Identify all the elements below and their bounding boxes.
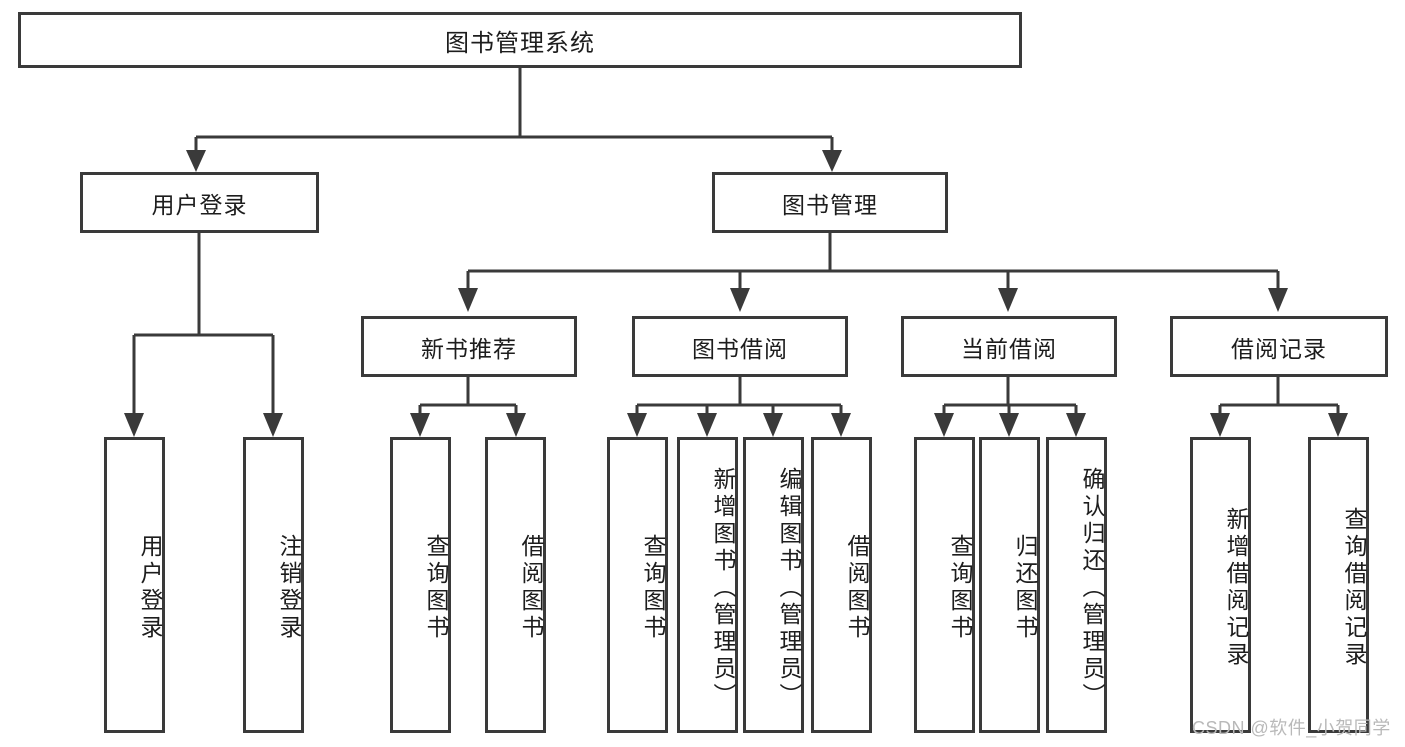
arrow-leaf-borrow-book-2 bbox=[831, 413, 851, 437]
arrow-book-borrow bbox=[730, 288, 750, 312]
node-borrow-record-label: 借阅记录 bbox=[1231, 335, 1327, 362]
node-root-system[interactable]: 图书管理系统 bbox=[18, 12, 1022, 68]
node-leaf-add-book-label: 新增图书（管理员） bbox=[710, 466, 736, 710]
node-leaf-confirm-return[interactable]: 确认归还（管理员） bbox=[1046, 437, 1107, 733]
arrow-borrow-record bbox=[1268, 288, 1288, 312]
arrow-book-manage bbox=[822, 150, 842, 172]
arrow-user-login bbox=[186, 150, 206, 172]
node-leaf-query-book-borrow-label: 查询图书 bbox=[640, 534, 666, 642]
arrow-leaf-add-record bbox=[1210, 413, 1230, 437]
node-leaf-borrow-book-recommend[interactable]: 借阅图书 bbox=[485, 437, 546, 733]
arrow-new-book-recommend bbox=[458, 288, 478, 312]
node-leaf-add-borrow-record[interactable]: 新增借阅记录 bbox=[1190, 437, 1251, 733]
node-leaf-edit-book[interactable]: 编辑图书（管理员） bbox=[743, 437, 804, 733]
arrow-leaf-query-book-3 bbox=[934, 413, 954, 437]
node-new-book-recommend[interactable]: 新书推荐 bbox=[361, 316, 577, 377]
node-leaf-query-book-recommend-label: 查询图书 bbox=[423, 534, 449, 642]
node-leaf-query-book-borrow[interactable]: 查询图书 bbox=[607, 437, 668, 733]
node-leaf-query-book-current-label: 查询图书 bbox=[947, 534, 973, 642]
node-book-borrow[interactable]: 图书借阅 bbox=[632, 316, 848, 377]
node-leaf-return-book[interactable]: 归还图书 bbox=[979, 437, 1040, 733]
node-leaf-confirm-return-label: 确认归还（管理员） bbox=[1079, 466, 1105, 710]
node-leaf-logout[interactable]: 注销登录 bbox=[243, 437, 304, 733]
arrow-leaf-return-book bbox=[999, 413, 1019, 437]
node-leaf-add-book[interactable]: 新增图书（管理员） bbox=[677, 437, 738, 733]
node-book-management[interactable]: 图书管理 bbox=[712, 172, 948, 233]
node-leaf-user-login-label: 用户登录 bbox=[137, 534, 163, 642]
arrow-leaf-query-book-2 bbox=[627, 413, 647, 437]
node-borrow-record[interactable]: 借阅记录 bbox=[1170, 316, 1388, 377]
arrow-current-borrow bbox=[998, 288, 1018, 312]
node-leaf-query-book-recommend[interactable]: 查询图书 bbox=[390, 437, 451, 733]
node-leaf-return-book-label: 归还图书 bbox=[1012, 534, 1038, 642]
node-book-management-label: 图书管理 bbox=[782, 191, 878, 218]
node-book-borrow-label: 图书借阅 bbox=[692, 335, 788, 362]
node-leaf-borrow-book[interactable]: 借阅图书 bbox=[811, 437, 872, 733]
node-user-login-label: 用户登录 bbox=[151, 191, 248, 218]
node-current-borrow[interactable]: 当前借阅 bbox=[901, 316, 1117, 377]
node-leaf-borrow-book-recommend-label: 借阅图书 bbox=[518, 534, 544, 642]
arrow-leaf-borrow-book-1 bbox=[506, 413, 526, 437]
node-leaf-query-borrow-record[interactable]: 查询借阅记录 bbox=[1308, 437, 1369, 733]
node-leaf-add-borrow-record-label: 新增借阅记录 bbox=[1223, 507, 1249, 669]
node-leaf-borrow-book-label: 借阅图书 bbox=[844, 534, 870, 642]
node-leaf-query-borrow-record-label: 查询借阅记录 bbox=[1341, 507, 1367, 669]
arrow-leaf-query-book-1 bbox=[410, 413, 430, 437]
arrow-leaf-query-record bbox=[1328, 413, 1348, 437]
node-leaf-edit-book-label: 编辑图书（管理员） bbox=[776, 466, 802, 710]
node-user-login[interactable]: 用户登录 bbox=[80, 172, 319, 233]
node-root-system-label: 图书管理系统 bbox=[445, 29, 595, 57]
node-leaf-query-book-current[interactable]: 查询图书 bbox=[914, 437, 975, 733]
node-new-book-recommend-label: 新书推荐 bbox=[421, 335, 517, 362]
node-current-borrow-label: 当前借阅 bbox=[961, 335, 1057, 362]
arrow-leaf-logout bbox=[263, 413, 283, 437]
arrow-leaf-confirm-return bbox=[1066, 413, 1086, 437]
arrow-leaf-edit-book bbox=[763, 413, 783, 437]
node-leaf-logout-label: 注销登录 bbox=[276, 534, 302, 642]
arrow-leaf-user-login bbox=[124, 413, 144, 437]
node-leaf-user-login[interactable]: 用户登录 bbox=[104, 437, 165, 733]
arrow-leaf-add-book bbox=[697, 413, 717, 437]
